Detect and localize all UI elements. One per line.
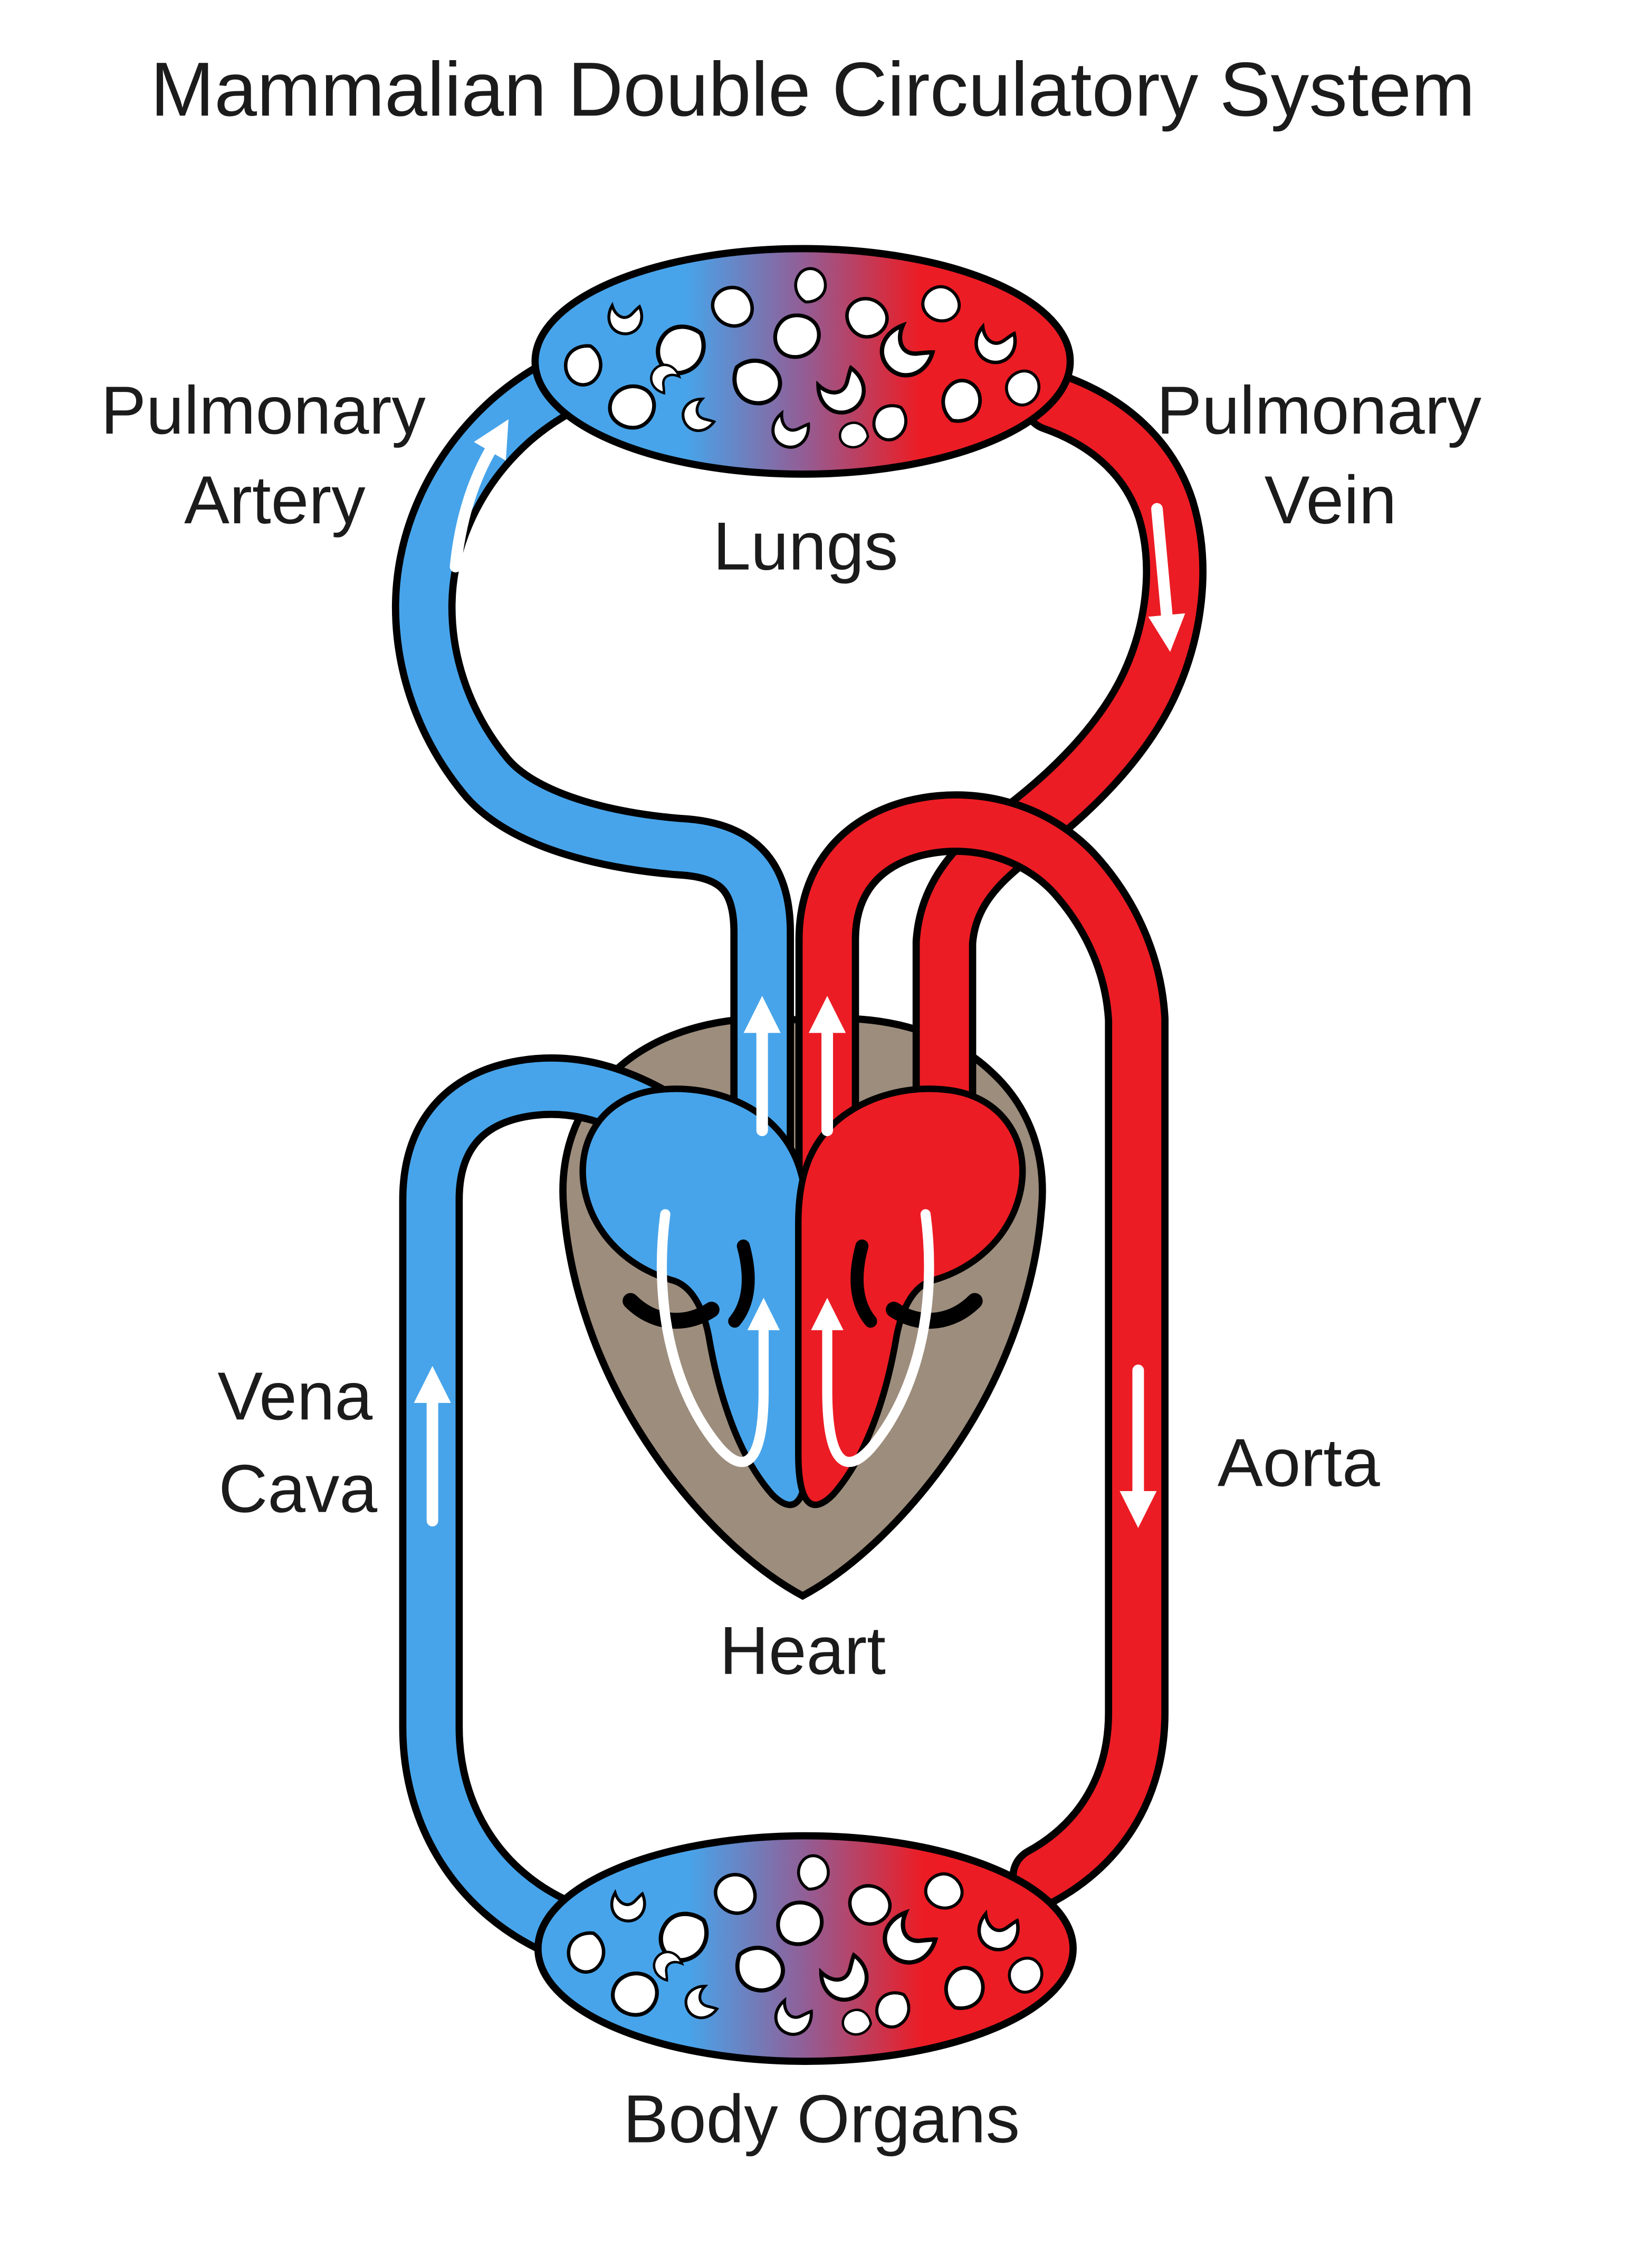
right-ventricle-flow-arrow	[656, 1209, 780, 1467]
vena-cava-label-line2: Cava	[218, 1451, 377, 1527]
pulmonary-artery-flow-arrow	[449, 419, 509, 573]
vena-cava-tube	[399, 1054, 680, 1962]
heart-label: Heart	[720, 1613, 886, 1689]
page-title: Mammalian Double Circulatory System	[150, 46, 1475, 132]
pulmonary-artery-label-line1: Pulmonary	[101, 372, 426, 448]
pulmonary-vein-label-line1: Pulmonary	[1156, 372, 1481, 448]
pulmonary-vein-flow-arrow	[1148, 503, 1185, 652]
aorta-label: Aorta	[1218, 1425, 1380, 1501]
pulmonary-vein-label-line2: Vein	[1265, 462, 1397, 538]
aorta-tube	[795, 791, 1169, 1908]
vena-cava-label-line1: Vena	[217, 1358, 372, 1434]
body-organs-capillary-bed	[538, 1836, 1073, 2062]
right-heart-chamber	[579, 1085, 810, 1508]
left-ventricle-flow-arrow	[811, 1209, 934, 1467]
lungs-capillary-bed	[535, 248, 1070, 474]
lungs-label: Lungs	[713, 508, 898, 584]
pulmonary-artery-label-line2: Artery	[184, 462, 366, 538]
pulmonary-vein-tube	[912, 370, 1207, 1210]
body-organs-label: Body Organs	[623, 2081, 1020, 2157]
